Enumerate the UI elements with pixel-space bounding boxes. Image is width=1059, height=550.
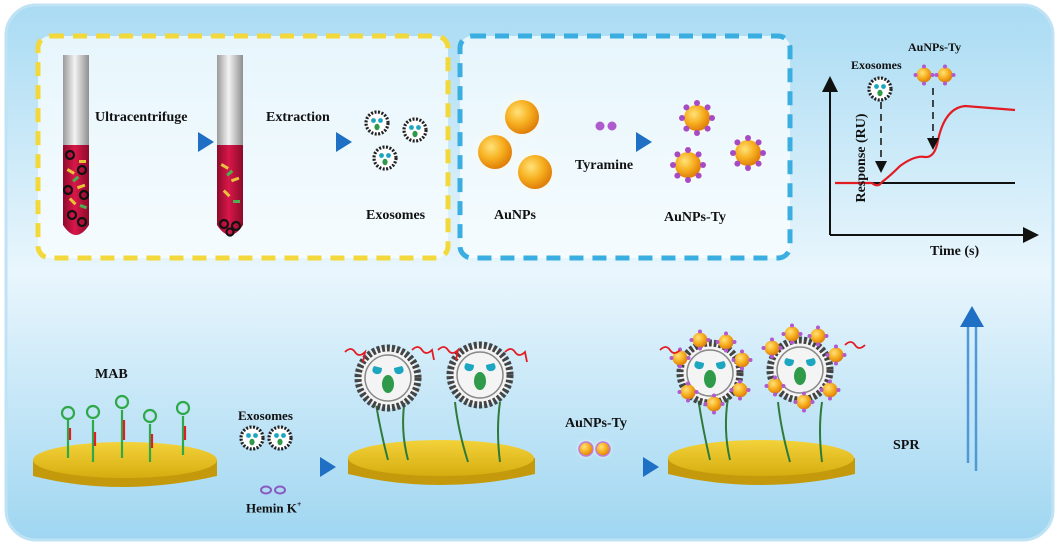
background-border — [4, 3, 1055, 542]
tube-before-icon — [62, 55, 90, 235]
graph-exosome-icon — [867, 76, 893, 102]
ultracentrifuge-label: Ultracentrifuge — [95, 110, 188, 125]
spr-output-arrow — [860, 306, 984, 473]
graph-x-label: Time (s) — [930, 244, 980, 259]
exosomes-label-top: Exosomes — [366, 208, 426, 223]
bottom-arrow-1 — [225, 457, 336, 477]
sensor-chip-exosomes — [344, 345, 535, 485]
ultracentrifuge-arrow — [112, 132, 214, 152]
mab-probe-2 — [85, 404, 101, 462]
tyramine-arrow — [565, 132, 652, 152]
aunps-label: AuNPs — [494, 208, 537, 223]
aunps-ty-label-top: AuNPs-Ty — [664, 210, 726, 225]
tube-after-icon — [217, 55, 243, 237]
aunps-icon — [469, 91, 561, 198]
hemin-label-superscript: + — [296, 500, 302, 509]
mab-label: MAB — [95, 367, 128, 382]
graph-aunps-ty-label: AuNPs-Ty — [908, 40, 962, 54]
hemin-label-text: Hemin K — [246, 500, 297, 516]
spr-response-graph — [822, 64, 1039, 243]
mab-probe-4 — [142, 408, 158, 462]
bottom-arrow-2 — [545, 457, 659, 477]
response-curve — [835, 104, 1016, 187]
mab-probe-3 — [114, 394, 130, 458]
tyramine-label: Tyramine — [575, 158, 634, 173]
hemin-label: Hemin K+ — [246, 500, 301, 516]
exosomes-label-bottom: Exosomes — [238, 408, 293, 423]
mab-probe-1 — [60, 405, 76, 458]
extraction-label: Extraction — [266, 110, 330, 125]
aunps-ty-label-bottom: AuNPs-Ty — [565, 416, 627, 431]
graph-exosomes-label: Exosomes — [851, 58, 902, 72]
sensor-chip-amplified — [659, 323, 866, 485]
extraction-arrow — [265, 132, 352, 152]
graph-y-label: Response (RU) — [854, 113, 869, 203]
sensor-chip-mab — [33, 394, 217, 487]
spr-label: SPR — [893, 438, 920, 453]
hemin-molecule-icon — [260, 485, 286, 495]
mab-probe-5 — [175, 400, 191, 455]
tyramine-molecule-icon — [595, 121, 617, 131]
aunps-ty-reagent-icon — [575, 438, 614, 460]
